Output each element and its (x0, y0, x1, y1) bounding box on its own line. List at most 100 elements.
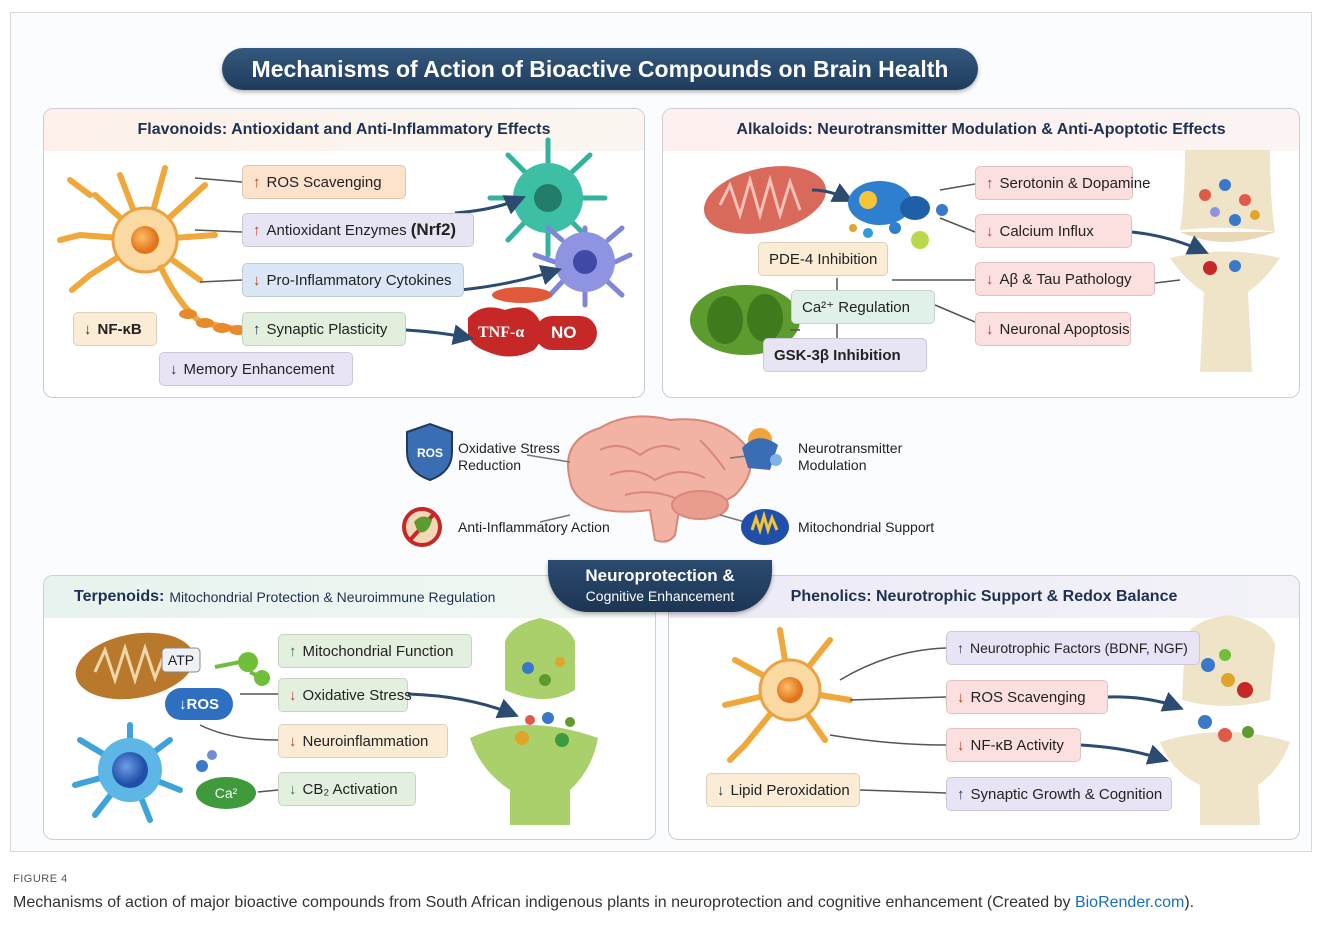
ca-badge (196, 777, 256, 809)
up-arrow-icon: ↑ (957, 785, 965, 803)
tag-synaptic-plasticity: ↑ Synaptic Plasticity (242, 312, 406, 346)
synapse-icon (1170, 150, 1280, 372)
tag-ros-label: ROS Scavenging (266, 173, 382, 191)
page-title: Mechanisms of Action of Bioactive Compou… (222, 48, 978, 90)
up-arrow-icon: ↑ (253, 320, 261, 338)
ros-shield-label: ROS (417, 446, 443, 460)
panel-flavonoids-header: Flavonoids: Antioxidant and Anti-Inflamm… (44, 109, 644, 151)
down-arrow-icon: ↓ (289, 686, 297, 704)
tag-apoptosis: ↓Neuronal Apoptosis (975, 312, 1131, 346)
center-oxidative: Oxidative Stress Reduction (458, 440, 560, 473)
no-blob-icon (535, 316, 597, 350)
biorender-link[interactable]: BioRender.com (1074, 894, 1185, 911)
brain-icon (567, 415, 752, 543)
phenolic-synapse-icon (1160, 615, 1290, 825)
ros-badge (165, 688, 233, 720)
tag-nfkb-activity: ↓ NF-κB Activity (946, 728, 1081, 762)
neurotransmitter-icon (742, 428, 782, 470)
atp-label: ATP (168, 652, 194, 668)
neuroprotection-banner: Neuroprotection & Cognitive Enhancement (548, 560, 772, 612)
up-arrow-icon: ↑ (253, 221, 261, 239)
no-label: NO (551, 323, 577, 342)
figure-caption: FIGURE 4 Mechanisms of action of major b… (13, 868, 1303, 914)
tag-neuroinflammation: ↓ Neuroinflammation (278, 724, 448, 758)
down-arrow-icon: ↓ (84, 320, 92, 338)
ca-badge-label: Ca² (215, 785, 238, 801)
tag-abeta: ↓ Aβ & Tau Pathology (975, 262, 1155, 296)
tag-nfkb-activity-label: NF-κB Activity (970, 736, 1064, 754)
mitochondrion-icon (703, 166, 827, 234)
tag-pde-label: PDE-4 Inhibition (769, 250, 878, 268)
tag-phenolic-ros-label: ROS Scavenging (970, 688, 1086, 706)
down-arrow-icon: ↓ (289, 732, 297, 750)
panel-terpenoids-title-rest: Mitochondrial Protection & Neuroimmune R… (169, 589, 496, 605)
center-neurotransmitter: Neurotransmitter Modulation (798, 440, 903, 473)
panel-terpenoids-title-bold: Terpenoids: (74, 588, 165, 605)
atp-badge (161, 647, 201, 673)
tag-oxidative-label: Oxidative Stress (302, 686, 412, 704)
banner-line2: Cognitive Enhancement (585, 588, 735, 604)
panel-alkaloids-header: Alkaloids: Neurotransmitter Modulation &… (663, 109, 1299, 151)
tag-neurotrophic: ↑Neurotrophic Factors (BDNF, NGF) (946, 631, 1200, 665)
down-arrow-icon: ↓ (289, 780, 297, 798)
inflammatory-cell-icon (532, 225, 633, 308)
tag-memory: ↓ Memory Enhancement (159, 352, 353, 386)
caption-end: ). (1184, 894, 1195, 911)
tag-cytokines-label: Pro-Inflammatory Cytokines (266, 271, 452, 289)
down-arrow-icon: ↓ (253, 271, 261, 289)
green-synapse-icon (470, 618, 598, 825)
down-arrow-icon: ↓ (957, 736, 965, 754)
tag-plasticity-label: Synaptic Plasticity (266, 320, 388, 338)
tag-enzymes-label: Antioxidant Enzymes (266, 221, 407, 239)
tag-cb2: ↓CB₂ Activation (278, 772, 416, 806)
down-arrow-icon: ↓ (170, 360, 178, 378)
down-arrow-icon: ↓ (957, 688, 965, 706)
tag-serotonin: ↑Serotonin & Dopamine (975, 166, 1150, 200)
tag-neuroinflammation-label: Neuroinflammation (302, 732, 429, 750)
figure-label: FIGURE 4 (13, 873, 68, 885)
microglia-icon (487, 137, 608, 258)
tag-oxidative-stress: ↓ Oxidative Stress (278, 678, 412, 712)
tag-synaptic-growth: ↑Synaptic Growth & Cognition (946, 777, 1172, 811)
up-arrow-icon: ↑ (253, 173, 261, 191)
tag-lipid: ↓Lipid Peroxidation (706, 773, 860, 807)
blue-microglia-icon (72, 722, 183, 823)
tag-gsk: GSK-3β Inhibition (763, 338, 927, 372)
tag-ros-scavenging: ↑ ROS Scavenging (242, 165, 406, 199)
green-organelle-icon (690, 285, 800, 355)
tag-enzymes-bold: (Nrf2) (410, 220, 457, 239)
tnf-label: TNF-α (478, 324, 525, 341)
panel-flavonoids-title: Flavonoids: Antioxidant and Anti-Inflamm… (137, 121, 551, 138)
tag-pde4: PDE-4 Inhibition (758, 242, 888, 276)
tag-calcium: ↓Calcium Influx (975, 214, 1132, 248)
tag-nfkb: ↓NF-κB (73, 312, 157, 346)
center-mitochondrial: Mitochondrial Support (798, 519, 935, 535)
up-arrow-icon: ↑ (986, 174, 994, 192)
tag-abeta-label: Aβ & Tau Pathology (999, 270, 1132, 288)
phenolic-neuron-icon (722, 627, 853, 763)
neuron-icon (57, 165, 247, 335)
tag-mito-function: ↑ Mitochondrial Function (278, 634, 472, 668)
up-arrow-icon: ↑ (289, 642, 297, 660)
anti-inflammatory-icon (402, 507, 442, 547)
ros-badge-label: ↓ROS (179, 696, 219, 713)
tag-ca-label: Ca²⁺ Regulation (802, 299, 910, 316)
center-antiinflammatory: Anti-Inflammatory Action (458, 519, 610, 535)
tag-gsk-label: GSK-3β Inhibition (774, 346, 901, 364)
tag-mito-label: Mitochondrial Function (302, 642, 454, 660)
green-molecule-icon (214, 652, 270, 686)
tag-ca-regulation: Ca²⁺ Regulation (791, 290, 935, 324)
down-arrow-icon: ↓ (986, 270, 994, 288)
red-blood-cell-icon (492, 287, 552, 303)
caption-text: Mechanisms of action of major bioactive … (13, 894, 1075, 911)
receptor-icon (848, 181, 948, 249)
down-arrow-icon: ↓ (986, 222, 994, 240)
tag-memory-label: Memory Enhancement (183, 360, 335, 378)
tag-antioxidant-enzymes: ↑ Antioxidant Enzymes (Nrf2) (242, 213, 474, 247)
panel-alkaloids-title: Alkaloids: Neurotransmitter Modulation &… (736, 121, 1226, 138)
down-arrow-icon: ↓ (717, 781, 725, 799)
panel-phenolics-header: Phenolics: Neurotrophic Support & Redox … (669, 576, 1299, 618)
ros-shield-icon (406, 422, 453, 482)
panel-flavonoids: Flavonoids: Antioxidant and Anti-Inflamm… (43, 108, 645, 398)
